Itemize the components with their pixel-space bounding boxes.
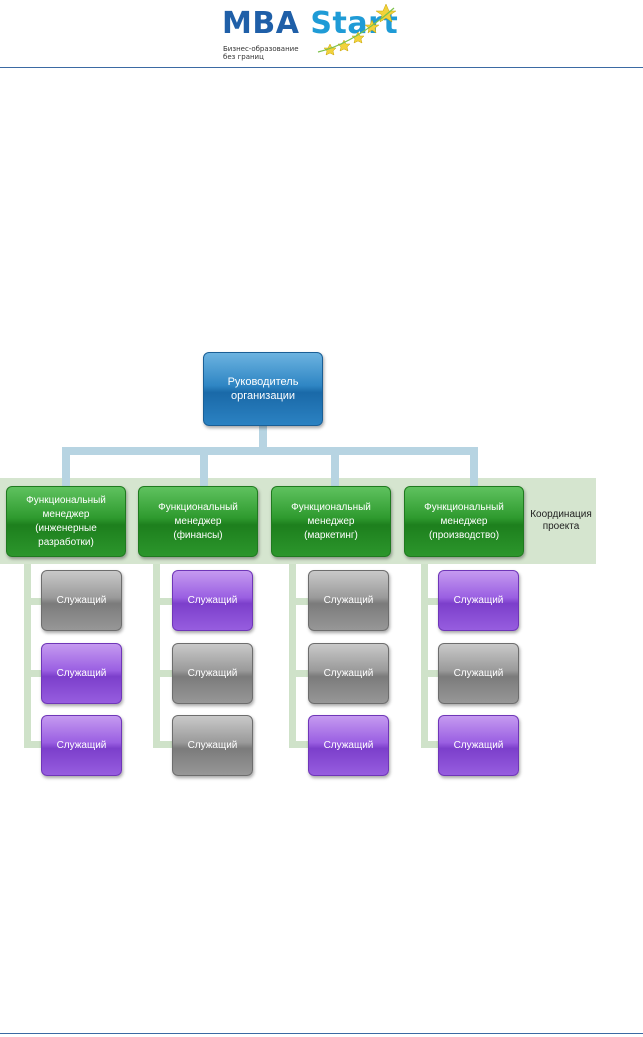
manager-label: Функциональный менеджер (производство) [424,501,504,541]
employee-branch [289,741,309,748]
manager-connector-1 [62,447,70,487]
employee-branch [24,598,42,605]
employee-node: Служащий [308,715,389,776]
coordination-label: Координация проекта [530,509,592,532]
manager-label: Функциональный менеджер (финансы) [158,501,238,541]
manager-node-marketing: Функциональный менеджер (маркетинг) [271,486,391,557]
employee-label: Служащий [187,594,238,606]
employee-node: Служащий [41,570,122,631]
employee-line-col2 [153,564,160,745]
employee-node: Служащий [438,643,519,704]
employee-branch [153,670,173,677]
employee-branch [24,741,42,748]
manager-node-finance: Функциональный менеджер (финансы) [138,486,258,557]
manager-connector-2 [200,447,208,487]
employee-node: Служащий [172,643,253,704]
employee-branch [289,670,309,677]
header-divider [0,67,643,68]
employee-label: Служащий [453,667,504,679]
ceo-label: Руководитель организации [227,376,299,402]
employee-branch [421,670,439,677]
employee-label: Служащий [453,594,504,606]
employee-branch [153,741,173,748]
employee-node: Служащий [172,570,253,631]
stars-icon [317,3,397,56]
employee-node: Служащий [172,715,253,776]
employee-branch [153,598,173,605]
employee-node: Служащий [308,570,389,631]
logo-mba-text: MBA [222,6,300,41]
ceo-connector-vertical [259,425,267,448]
employee-branch [421,741,439,748]
manager-connector-3 [331,447,339,487]
employee-node: Служащий [308,643,389,704]
employee-label: Служащий [323,594,374,606]
employee-node: Служащий [438,715,519,776]
employee-label: Служащий [56,667,107,679]
employee-line-col3 [289,564,296,745]
employee-label: Служащий [187,667,238,679]
ceo-node: Руководитель организации [203,352,323,426]
employee-label: Служащий [323,739,374,751]
employee-node: Служащий [438,570,519,631]
logo-tagline: Бизнес-образование без границ [223,45,299,61]
employee-line-col1 [24,564,31,745]
employee-node: Служащий [41,715,122,776]
employee-node: Служащий [41,643,122,704]
employee-branch [289,598,309,605]
employee-branch [24,670,42,677]
manager-node-engineering: Функциональный менеджер (инженерные разр… [6,486,126,557]
employee-label: Служащий [453,739,504,751]
manager-connector-4 [470,447,478,487]
employee-label: Служащий [187,739,238,751]
employee-label: Служащий [56,739,107,751]
employee-label: Служащий [56,594,107,606]
employee-label: Служащий [323,667,374,679]
mba-start-logo: MBA Start Бизнес-образование без границ [218,2,418,64]
manager-label: Функциональный менеджер (маркетинг) [291,501,371,541]
manager-label: Функциональный менеджер (инженерные разр… [26,494,106,548]
manager-node-production: Функциональный менеджер (производство) [404,486,524,557]
employee-line-col4 [421,564,428,745]
ceo-connector-horizontal [62,447,478,455]
footer-divider [0,1033,643,1034]
employee-branch [421,598,439,605]
page-header: MBA Start Бизнес-образование без границ [0,0,643,68]
